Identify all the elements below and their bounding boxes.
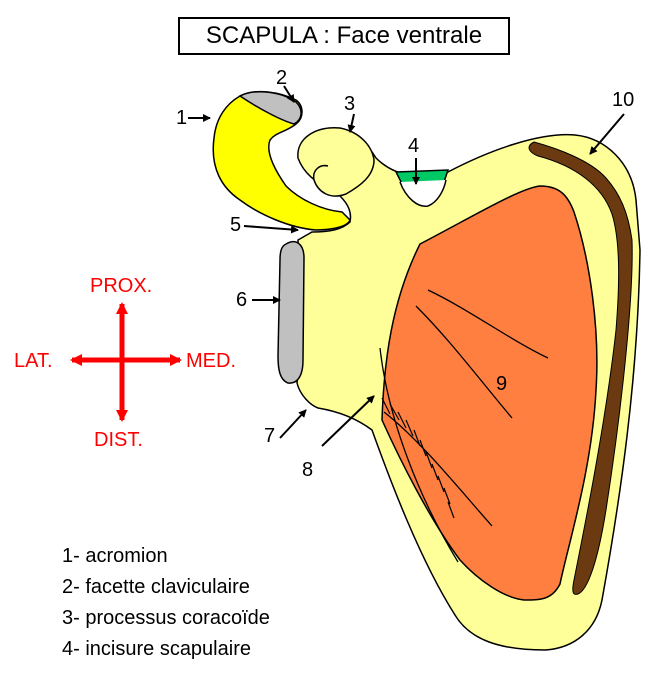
callout-arrow-5 xyxy=(244,226,298,230)
callout-arrow-3 xyxy=(350,114,354,132)
glenoid-cavity xyxy=(278,242,304,383)
callout-arrow-7 xyxy=(280,410,306,438)
callout-number-9: 9 xyxy=(496,373,507,395)
callout-number-4: 4 xyxy=(408,135,419,157)
legend-list: 1- acromion 2- facette claviculaire 3- p… xyxy=(62,541,270,665)
label-dist: DIST. xyxy=(94,429,143,451)
legend-item: 2- facette claviculaire xyxy=(62,572,270,603)
callout-number-3: 3 xyxy=(344,93,355,115)
legend-item: 1- acromion xyxy=(62,541,270,572)
callout-number-1: 1 xyxy=(176,107,187,129)
callout-number-8: 8 xyxy=(302,459,313,481)
orientation-cross: PROX. DIST. LAT. MED. xyxy=(14,275,236,451)
label-med: MED. xyxy=(186,350,236,372)
diagram-title: SCAPULA : Face ventrale xyxy=(178,17,510,55)
label-prox: PROX. xyxy=(90,275,152,297)
callout-number-2: 2 xyxy=(276,67,287,89)
callout-number-5: 5 xyxy=(230,214,241,236)
legend-item: 4- incisure scapulaire xyxy=(62,634,270,665)
callout-number-6: 6 xyxy=(236,289,247,311)
callout-number-10: 10 xyxy=(612,89,634,111)
legend-item: 3- processus coracoïde xyxy=(62,603,270,634)
label-lat: LAT. xyxy=(14,350,53,372)
callout-number-7: 7 xyxy=(264,425,275,447)
